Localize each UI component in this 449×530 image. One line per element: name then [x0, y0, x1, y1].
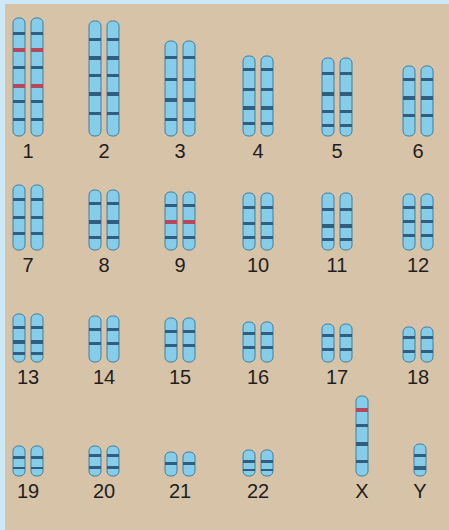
chromosome-number: 14	[93, 366, 115, 388]
chromosome-number: 12	[407, 254, 429, 276]
chromosome-number: 22	[247, 480, 269, 502]
chromosome-number: 21	[169, 480, 191, 502]
chromosome-number: 10	[247, 254, 269, 276]
chromosome-number: 8	[98, 254, 109, 276]
chromosome-number: 5	[331, 140, 342, 162]
chromosome-number: 20	[93, 480, 115, 502]
chromosome-number: 17	[326, 366, 348, 388]
chromosome-number: 6	[412, 140, 423, 162]
chromosome-number: 13	[17, 366, 39, 388]
chromosome-number: 15	[169, 366, 191, 388]
chromosome-number: 18	[407, 366, 429, 388]
chromosome-number: X	[355, 480, 368, 502]
chromosome-number: 19	[17, 480, 39, 502]
chromosome-number: 4	[252, 140, 263, 162]
chromosome-number: 2	[98, 140, 109, 162]
chromosome-number: 7	[22, 254, 33, 276]
chromosome-number: 3	[174, 140, 185, 162]
chromosome-number: 11	[327, 254, 348, 276]
chromosome-number: Y	[413, 480, 426, 502]
chromosome-number: 1	[22, 140, 33, 162]
chromosome-number: 16	[247, 366, 269, 388]
chromosome-number: 9	[174, 254, 185, 276]
